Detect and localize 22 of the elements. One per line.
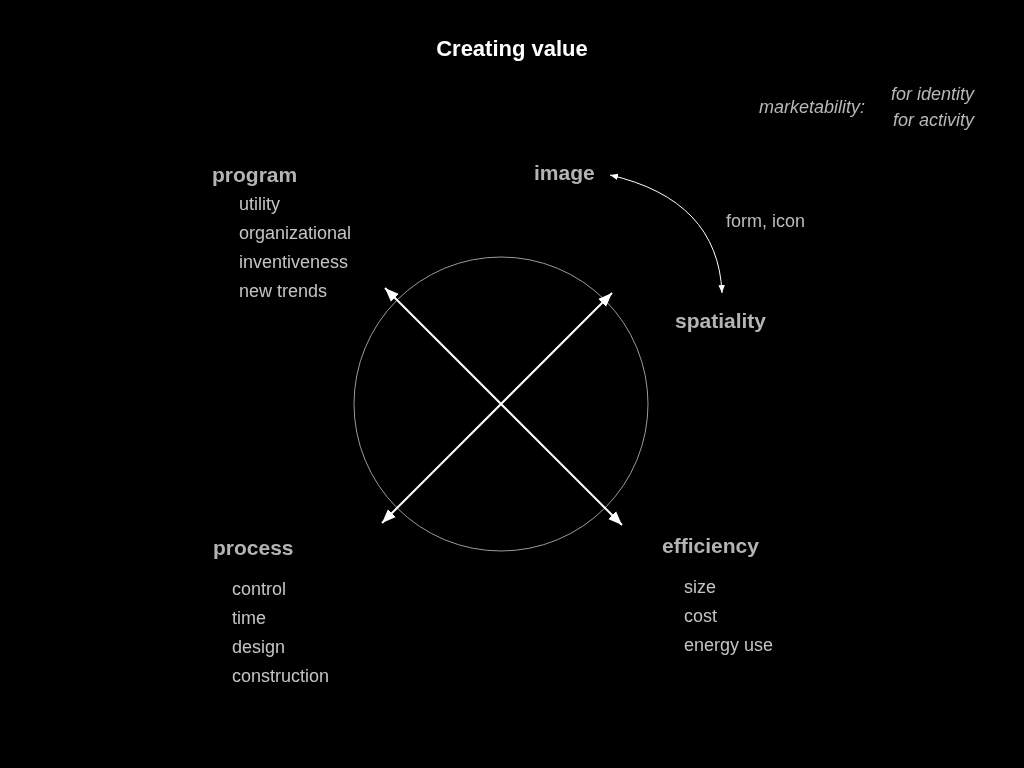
diagram-title: Creating value (435, 36, 589, 62)
heading: program (212, 162, 298, 188)
note-text: for identity (891, 84, 975, 105)
list-item: construction (232, 665, 330, 688)
list-item: new trends (239, 280, 328, 303)
list-item: design (232, 636, 286, 659)
list-item: size (684, 576, 716, 599)
list-item: time (232, 607, 266, 630)
list-item: cost (684, 605, 717, 628)
list-item: organizational (239, 222, 352, 245)
heading: process (213, 535, 294, 561)
heading: image (534, 160, 595, 186)
list-item: inventiveness (239, 251, 349, 274)
list-item: energy use (684, 634, 774, 657)
note-text: for activity (893, 110, 975, 131)
heading: efficiency (662, 533, 759, 559)
arrow (609, 174, 725, 294)
list-item: utility (239, 193, 280, 216)
list-item: control (232, 578, 287, 601)
heading: spatiality (675, 308, 767, 334)
note-text: marketability: (759, 97, 866, 118)
edge-label: form, icon (726, 211, 806, 232)
